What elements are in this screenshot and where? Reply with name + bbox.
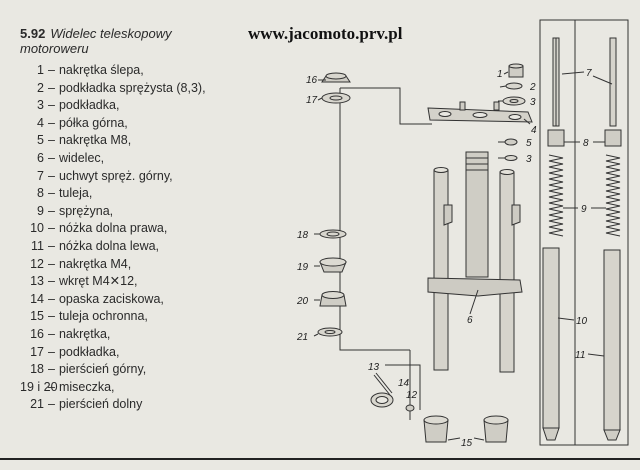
label-5: 5: [526, 138, 532, 149]
label-12: 12: [406, 390, 418, 401]
lower-leg-right-part-10: [542, 247, 560, 441]
label-2: 2: [529, 82, 536, 93]
legend-item: 11–nóżka dolna lewa,: [31, 238, 160, 253]
legend-item: 9–sprężyna,: [37, 203, 114, 218]
lower-ring-part-21: [317, 327, 343, 337]
label-9: 9: [581, 204, 587, 215]
assembly-frame-line: [339, 88, 410, 351]
assembly-frame-line: [340, 87, 432, 125]
label-8: 8: [583, 138, 589, 149]
cup-part-19: [319, 257, 347, 273]
sleeve-part-8: [547, 129, 622, 147]
legend-item: 1–nakrętka ślepa,: [37, 63, 144, 77]
fork-part-6: [427, 151, 523, 373]
legend-item: 16–nakrętka,: [30, 326, 111, 341]
legend-item: 6–widelec,: [37, 150, 105, 165]
label-11: 11: [575, 350, 585, 361]
spring-part-9: [548, 154, 621, 237]
legend-item: 8–tuleja,: [37, 186, 93, 201]
legend-item: 21–pierścień dolny: [30, 397, 143, 412]
legend-item: 7–uchwyt spręż. górny,: [37, 168, 173, 183]
legend-item: 3–podkładka,: [37, 98, 120, 113]
washer-part-17: [321, 92, 351, 104]
upper-ring-part-18: [319, 229, 347, 239]
lower-leg-left-part-11: [603, 249, 621, 441]
section-number: 5.92: [20, 26, 46, 41]
legend-item: 5–nakrętka M8,: [37, 133, 132, 148]
nut-part-5: [504, 138, 518, 146]
label-16: 16: [306, 75, 318, 86]
section-title: Widelec teleskopowy motoroweru: [20, 26, 172, 56]
label-21: 21: [296, 332, 308, 343]
label-10: 10: [576, 316, 588, 327]
legend-item: 13–wkręt M4✕12,: [30, 274, 138, 289]
blind-nut-part-1: [508, 63, 524, 78]
cup-part-20: [319, 291, 347, 307]
screw-part-13: [373, 372, 393, 396]
legend-item: 4–półka górna,: [37, 115, 128, 130]
assembly-frame-line: [575, 19, 629, 446]
label-6: 6: [467, 315, 473, 326]
legend-item: 10–nóżka dolna prawa,: [30, 221, 168, 236]
watermark-url: www.jacomoto.prv.pl: [248, 24, 403, 43]
cap-nut-part-16: [321, 72, 351, 83]
washer-part-3b: [504, 155, 518, 161]
label-13: 13: [368, 362, 380, 373]
spring-holder-part-7: [552, 37, 617, 127]
washer-part-3: [502, 96, 526, 106]
page-bottom-rule: [0, 458, 640, 460]
legend-item: 17–podkładka,: [30, 344, 120, 359]
label-3b: 3: [526, 154, 532, 165]
legend-item: 18–pierścień górny,: [30, 362, 147, 377]
label-18: 18: [297, 230, 309, 241]
clamp-part-14: [370, 392, 394, 408]
label-14: 14: [398, 378, 410, 389]
nut-part-12: [405, 404, 415, 412]
label-20: 20: [296, 296, 309, 307]
legend-item: 15–tuleja ochronna,: [30, 309, 148, 324]
label-7: 7: [586, 68, 592, 79]
upper-plate-part-4: [427, 101, 533, 123]
label-1: 1: [497, 69, 503, 80]
parts-legend: 1–nakrętka ślepa, 2–podkładka sprężysta …: [20, 62, 250, 414]
spring-washer-part-2: [505, 82, 523, 90]
label-3: 3: [530, 97, 536, 108]
legend-item: 12–nakrętka M4,: [30, 256, 132, 271]
label-4: 4: [531, 125, 537, 136]
label-15: 15: [461, 438, 473, 449]
protective-sleeve-part-15: [423, 415, 509, 443]
legend-item: 2–podkładka sprężysta (8,3),: [37, 80, 206, 95]
label-19: 19: [297, 262, 309, 273]
legend-item: 19 i 20–miseczka,: [20, 379, 115, 394]
assembly-frame-line: [385, 364, 421, 410]
label-17: 17: [306, 95, 318, 106]
legend-item: 14–opaska zaciskowa,: [30, 291, 164, 306]
